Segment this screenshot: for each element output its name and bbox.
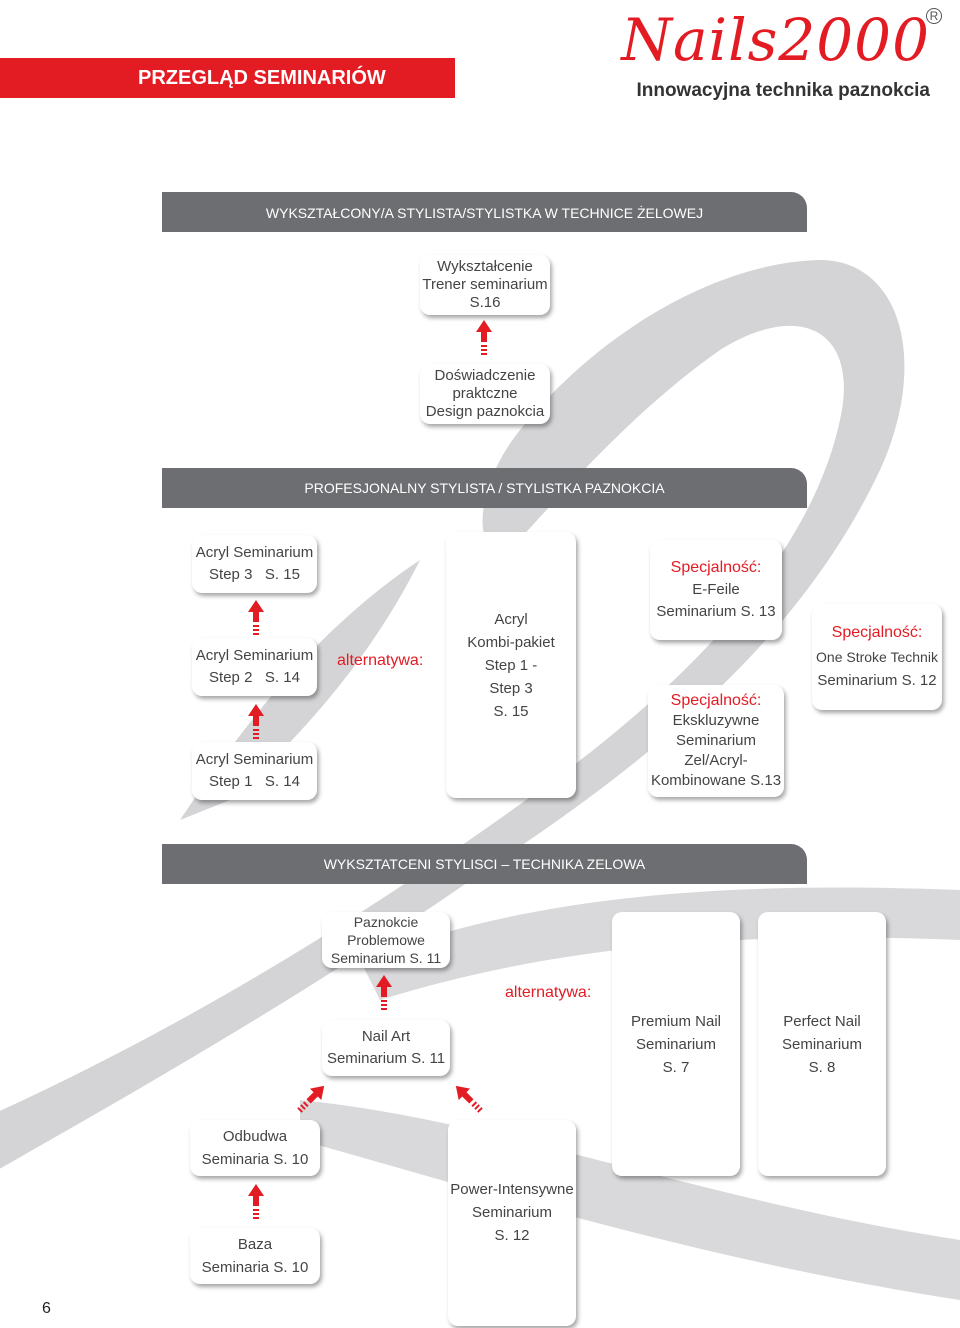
box-line: Step 2 S. 14 [209, 669, 300, 686]
box-line: Step 3 [489, 679, 533, 697]
box-line: Premium Nail [630, 1012, 721, 1030]
page-number: 6 [42, 1300, 51, 1317]
up-arrow-icon [376, 975, 392, 1010]
perfect-nail-box: Perfect Nail Seminarium S. 8 [758, 912, 886, 1176]
acryl-step1-box: Acryl Seminarium Step 1 S. 14 [192, 742, 317, 800]
box-line: Seminarium S. 12 [817, 672, 937, 689]
box-line: Seminarium S. 11 [330, 950, 442, 966]
box-line: Odbudwa [222, 1128, 288, 1145]
box-line: Seminarium [781, 1035, 863, 1053]
box-line: Seminarium S. 13 [656, 603, 776, 620]
box-line: Zel/Acryl- [684, 752, 748, 769]
box-line: Wykształcenie [437, 258, 533, 275]
brand-logo: Nails2000 R Innowacyjna technika paznokc… [562, 6, 942, 106]
box-line: Seminarium [635, 1035, 717, 1053]
acryl-step2-box: Acryl Seminarium Step 2 S. 14 [192, 638, 317, 696]
box-line: Power-Intensywne [450, 1181, 574, 1198]
box-line: Step 1 - [484, 656, 538, 674]
power-intensywne-box: Power-Intensywne Seminarium S. 12 [448, 1120, 576, 1326]
ekskluzywne-box: Specjalność: Ekskluzywne Seminarium Zel/… [648, 685, 784, 797]
box-line: S. 7 [662, 1058, 690, 1076]
box-line: Seminaria S. 10 [201, 1151, 309, 1168]
diagonal-arrow-icon [455, 1085, 483, 1113]
box-line: Trener seminarium [422, 276, 548, 293]
registered-mark: R [926, 8, 942, 24]
box-line: Acryl Seminarium [195, 647, 314, 664]
box-line: One Stroke Technik [816, 649, 938, 665]
premium-nail-box: Premium Nail Seminarium S. 7 [612, 912, 740, 1176]
box-line: Doświadczenie [434, 367, 536, 384]
box-line: S. 15 [493, 702, 529, 720]
box-line: praktczne [452, 385, 518, 402]
box-line: S. 12 [494, 1227, 530, 1244]
diagonal-arrow-icon [297, 1085, 325, 1113]
box-line: Design paznokcia [425, 403, 545, 420]
box-line: Seminarium [675, 732, 757, 749]
box-line: S. 8 [808, 1058, 836, 1076]
box-line: Acryl [494, 610, 528, 628]
box-line: Kombinowane S.13 [650, 772, 782, 789]
nail-art-box: Nail Art Seminarium S. 11 [322, 1020, 450, 1076]
paznokcie-problemowe-box: Paznokcie Problemowe Seminarium S. 11 [322, 912, 450, 968]
box-line: Ekskluzywne [672, 712, 760, 729]
level-bar-bottom: WYKSZTATCENI STYLISCI – TECHNIKA ZELOWA [162, 844, 807, 884]
specialty-title: Specjalność: [831, 624, 923, 641]
up-arrow-icon [248, 600, 264, 635]
page-title: PRZEGLĄD SEMINARIÓW [0, 58, 455, 98]
box-line: Kombi-pakiet [467, 633, 555, 651]
box-line: Perfect Nail [783, 1012, 861, 1030]
box-line: Paznokcie [353, 914, 419, 930]
alternative-label: alternatywa: [337, 652, 424, 669]
onestroke-box: Specjalność: One Stroke Technik Seminari… [812, 604, 942, 710]
specialty-title: Specjalność: [670, 692, 762, 709]
acryl-kombi-box: Acryl Kombi-pakiet Step 1 - Step 3 S. 15 [446, 532, 576, 798]
odbudwa-box: Odbudwa Seminaria S. 10 [190, 1120, 320, 1176]
box-line: Seminarium S. 11 [326, 1050, 446, 1067]
box-line: Step 1 S. 14 [209, 773, 300, 790]
up-arrow-icon [248, 704, 264, 739]
level-bar-middle: PROFESJONALNY STYLISTA / STYLISTKA PAZNO… [162, 468, 807, 508]
acryl-step3-box: Acryl Seminarium Step 3 S. 15 [192, 535, 317, 593]
box-line: E-Feile [692, 581, 740, 598]
doswiadczenie-box: Doświadczenie praktczne Design paznokcia [420, 364, 550, 424]
box-line: S.16 [469, 294, 501, 311]
efeile-box: Specjalność: E-Feile Seminarium S. 13 [650, 540, 782, 640]
up-arrow-icon [248, 1184, 264, 1219]
baza-box: Baza Seminaria S. 10 [190, 1228, 320, 1284]
trener-seminarium-box: Wykształcenie Trener seminarium S.16 [420, 255, 550, 315]
box-line: Seminaria S. 10 [201, 1259, 309, 1276]
level-bar-top: WYKSZTAŁCONY/A STYLISTA/STYLISTKA W TECH… [162, 192, 807, 232]
box-line: Acryl Seminarium [195, 544, 314, 561]
logo-tagline: Innowacyjna technika paznokcia [636, 80, 930, 101]
logo-wordmark: Nails2000 [621, 6, 930, 74]
box-line: Seminarium [471, 1204, 553, 1221]
box-line: Acryl Seminarium [195, 751, 314, 768]
alternative-label: alternatywa: [505, 984, 592, 1001]
box-line: Nail Art [361, 1028, 411, 1045]
box-line: Baza [237, 1236, 273, 1253]
specialty-title: Specjalność: [670, 559, 762, 576]
box-line: Problemowe [347, 932, 425, 948]
up-arrow-icon [476, 320, 492, 355]
box-line: Step 3 S. 15 [209, 566, 300, 583]
